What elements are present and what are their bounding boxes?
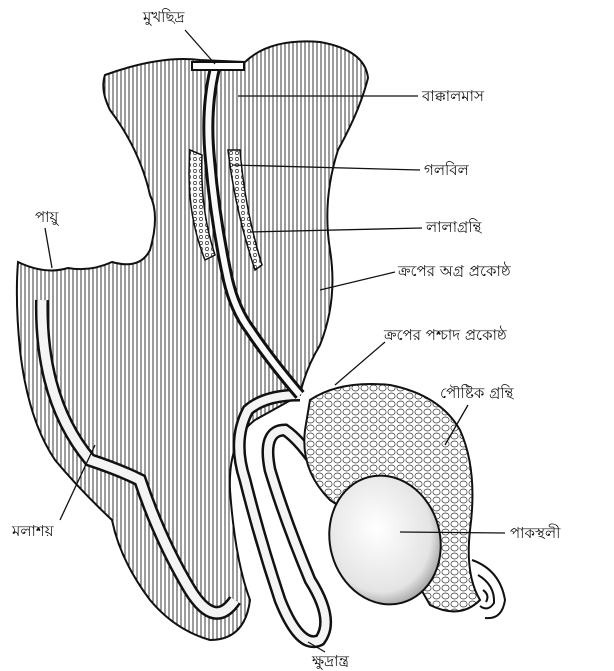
label-mouth: মুখছিদ্র <box>142 8 186 26</box>
label-rectum: মলাশয় <box>11 522 55 540</box>
label-crop-posterior: ক্রপের পশ্চাদ প্রকোষ্ঠ <box>383 326 507 344</box>
label-buccal-mass: বাক্কালমাস <box>421 87 485 105</box>
label-anus: পায়ু <box>35 208 60 226</box>
shell-coil-icon <box>472 560 505 618</box>
mouth-opening <box>192 62 244 70</box>
leader-crop-posterior <box>335 342 385 385</box>
label-digestive-gland: পৌষ্টিক গ্রন্থি <box>440 384 515 402</box>
body-tissue <box>17 41 368 640</box>
label-stomach: পাকস্থলী <box>510 524 561 542</box>
label-pharynx: গলবিল <box>424 161 470 179</box>
leader-anus <box>45 228 52 268</box>
label-intestine: ক্ষুদ্রান্ত্র <box>311 652 349 670</box>
label-salivary-gland: লালাগ্রন্থি <box>425 218 483 236</box>
label-crop-anterior: ক্রপের অগ্র প্রকোষ্ঠ <box>397 262 511 280</box>
